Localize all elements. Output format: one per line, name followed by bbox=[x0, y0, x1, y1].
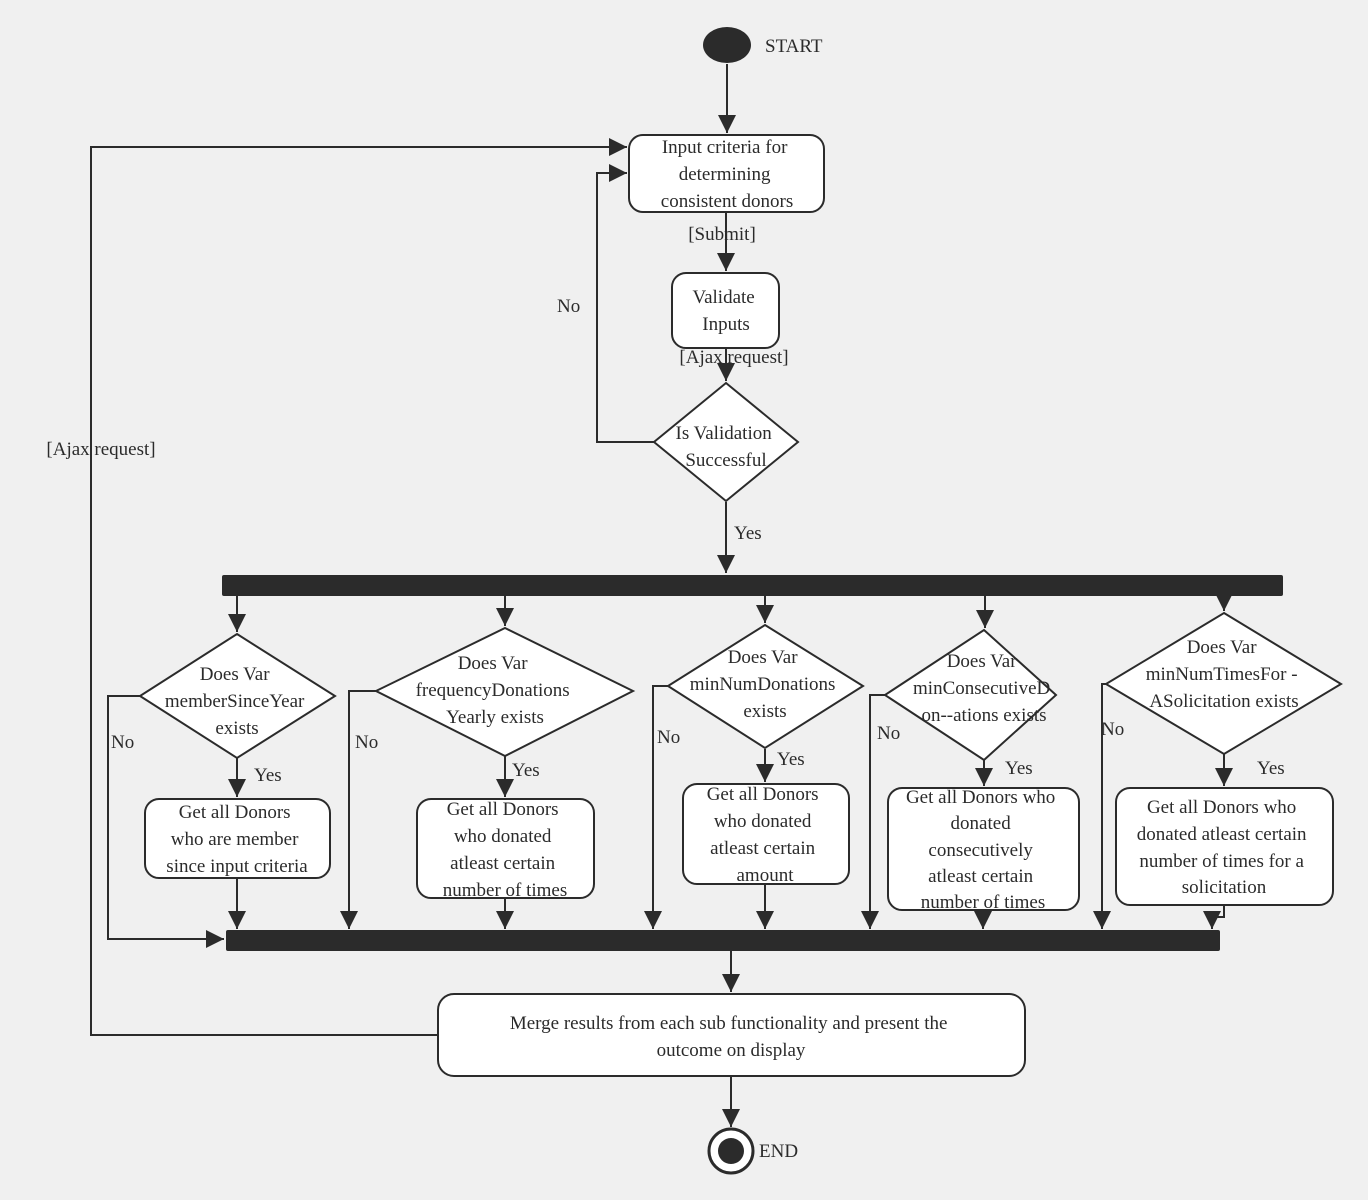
edge-a5-to-join bbox=[1203, 905, 1225, 929]
node-decision-min-num-donations bbox=[666, 623, 865, 750]
text-a5: Get all Donors who donated atleast certa… bbox=[1137, 797, 1312, 898]
text-d3: Does Var minNumDonations exists bbox=[690, 647, 840, 722]
label-validation-no: No bbox=[557, 296, 580, 317]
text-a3: Get all Donors who donated atleast certa… bbox=[707, 784, 824, 886]
label-submit: [Submit] bbox=[688, 224, 756, 245]
label-d1-yes: Yes bbox=[254, 765, 282, 786]
text-d4: Does Var minConsecutiveD on--ations exis… bbox=[913, 651, 1055, 726]
label-d5-yes: Yes bbox=[1257, 758, 1285, 779]
edge-labels: [Submit] [Ajax request] [Ajax request] N… bbox=[46, 224, 1284, 786]
node-input-criteria bbox=[628, 134, 825, 213]
node-decision-member-since-year bbox=[138, 632, 337, 760]
start-node bbox=[703, 27, 751, 63]
text-a4: Get all Donors who donated consecutively… bbox=[906, 787, 1060, 913]
node-decision-min-num-times-solicitation bbox=[1104, 611, 1343, 756]
edge-d4-no bbox=[861, 694, 885, 929]
node-decision-frequency-donations bbox=[373, 626, 636, 758]
edge-d3-no bbox=[644, 685, 668, 929]
label-d4-yes: Yes bbox=[1005, 758, 1033, 779]
node-action-consecutive bbox=[887, 787, 1080, 911]
start-label: START bbox=[765, 36, 823, 57]
node-action-min-amount bbox=[682, 783, 850, 885]
label-d1-no: No bbox=[111, 732, 134, 753]
node-texts: Input criteria for determining consisten… bbox=[165, 137, 1312, 1061]
label-ajax-request-validate: [Ajax request] bbox=[679, 347, 788, 368]
label-ajax-request-loop: [Ajax request] bbox=[46, 439, 155, 460]
join-bar bbox=[226, 930, 1220, 951]
node-action-frequency bbox=[416, 798, 595, 899]
text-a2: Get all Donors who donated atleast certa… bbox=[443, 799, 568, 901]
label-validation-yes: Yes bbox=[734, 523, 762, 544]
node-merge-results bbox=[437, 993, 1026, 1077]
label-d5-no: No bbox=[1101, 719, 1124, 740]
edge-d1-no bbox=[107, 695, 224, 948]
node-validate-inputs bbox=[671, 272, 780, 349]
end-label: END bbox=[759, 1141, 798, 1162]
edge-merge-ajax-loop bbox=[90, 138, 627, 1036]
text-is-valid: Is Validation Successful bbox=[676, 423, 777, 471]
label-d4-no: No bbox=[877, 723, 900, 744]
text-d2: Does Var frequencyDonations Yearly exist… bbox=[416, 653, 575, 728]
text-merge: Merge results from each sub functionalit… bbox=[510, 1013, 952, 1061]
node-decision-min-consecutive bbox=[883, 628, 1058, 762]
text-a1: Get all Donors who are member since inpu… bbox=[166, 802, 308, 877]
text-validate: Validate Inputs bbox=[692, 287, 759, 335]
text-d5: Does Var minNumTimesFor - ASolicitation … bbox=[1146, 637, 1303, 712]
text-d1: Does Var memberSinceYear exists bbox=[165, 664, 309, 739]
node-action-solicitation bbox=[1115, 787, 1334, 906]
node-action-member-since bbox=[144, 798, 331, 879]
label-d3-no: No bbox=[657, 727, 680, 748]
node-is-validation-successful bbox=[652, 381, 800, 503]
label-d2-no: No bbox=[355, 732, 378, 753]
text-input: Input criteria for determining consisten… bbox=[661, 137, 793, 212]
edges bbox=[90, 64, 1233, 1127]
end-node-inner bbox=[718, 1138, 744, 1164]
edge-d2-no bbox=[340, 690, 376, 929]
fork-bar bbox=[222, 575, 1283, 596]
edge-validation-no-loop bbox=[596, 164, 654, 443]
label-d2-yes: Yes bbox=[512, 760, 540, 781]
label-d3-yes: Yes bbox=[777, 749, 805, 770]
